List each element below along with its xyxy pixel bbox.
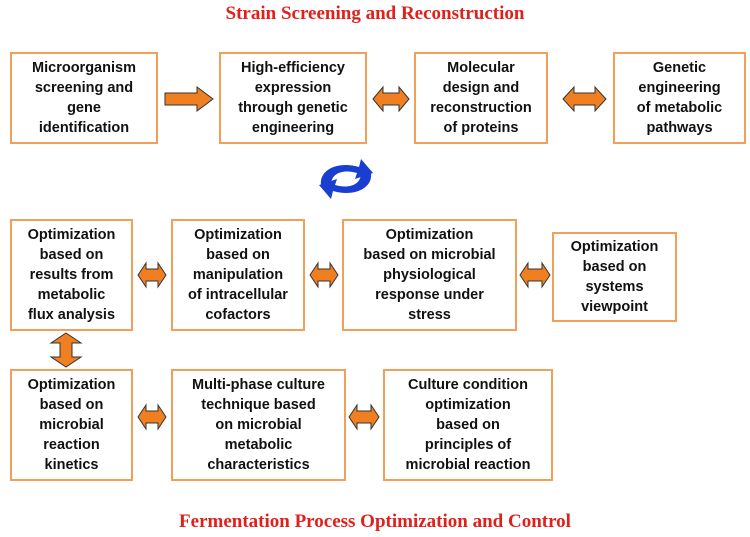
right-arrow-icon	[164, 86, 214, 112]
box-culture-condition-optimization: Culture condition optimization based on …	[383, 369, 553, 481]
box-multi-phase-culture: Multi-phase culture technique based on m…	[171, 369, 346, 481]
double-arrow-icon	[309, 261, 339, 289]
box-high-efficiency-expression: High-efficiency expression through genet…	[219, 52, 367, 144]
box-metabolic-flux-optimization: Optimization based on results from metab…	[10, 219, 133, 331]
strain-screening-title: Strain Screening and Reconstruction	[225, 3, 525, 24]
double-arrow-icon	[348, 403, 380, 431]
double-arrow-icon	[372, 85, 410, 113]
double-arrow-icon	[137, 403, 167, 431]
double-arrow-icon	[519, 261, 551, 289]
double-arrow-icon	[137, 261, 167, 289]
box-systems-viewpoint-optimization: Optimization based on systems viewpoint	[552, 232, 677, 322]
box-molecular-design: Molecular design and reconstruction of p…	[414, 52, 548, 144]
box-genetic-engineering-pathways: Genetic engineering of metabolic pathway…	[613, 52, 746, 144]
box-stress-response-optimization: Optimization based on microbial physiolo…	[342, 219, 517, 331]
fermentation-process-title: Fermentation Process Optimization and Co…	[179, 511, 571, 532]
box-microorganism-screening: Microorganism screening and gene identif…	[10, 52, 158, 144]
vertical-double-arrow-icon	[49, 332, 83, 368]
box-reaction-kinetics-optimization: Optimization based on microbial reaction…	[10, 369, 133, 481]
cycle-arrows-icon	[319, 159, 373, 199]
double-arrow-icon	[562, 85, 607, 113]
box-cofactor-optimization: Optimization based on manipulation of in…	[171, 219, 305, 331]
